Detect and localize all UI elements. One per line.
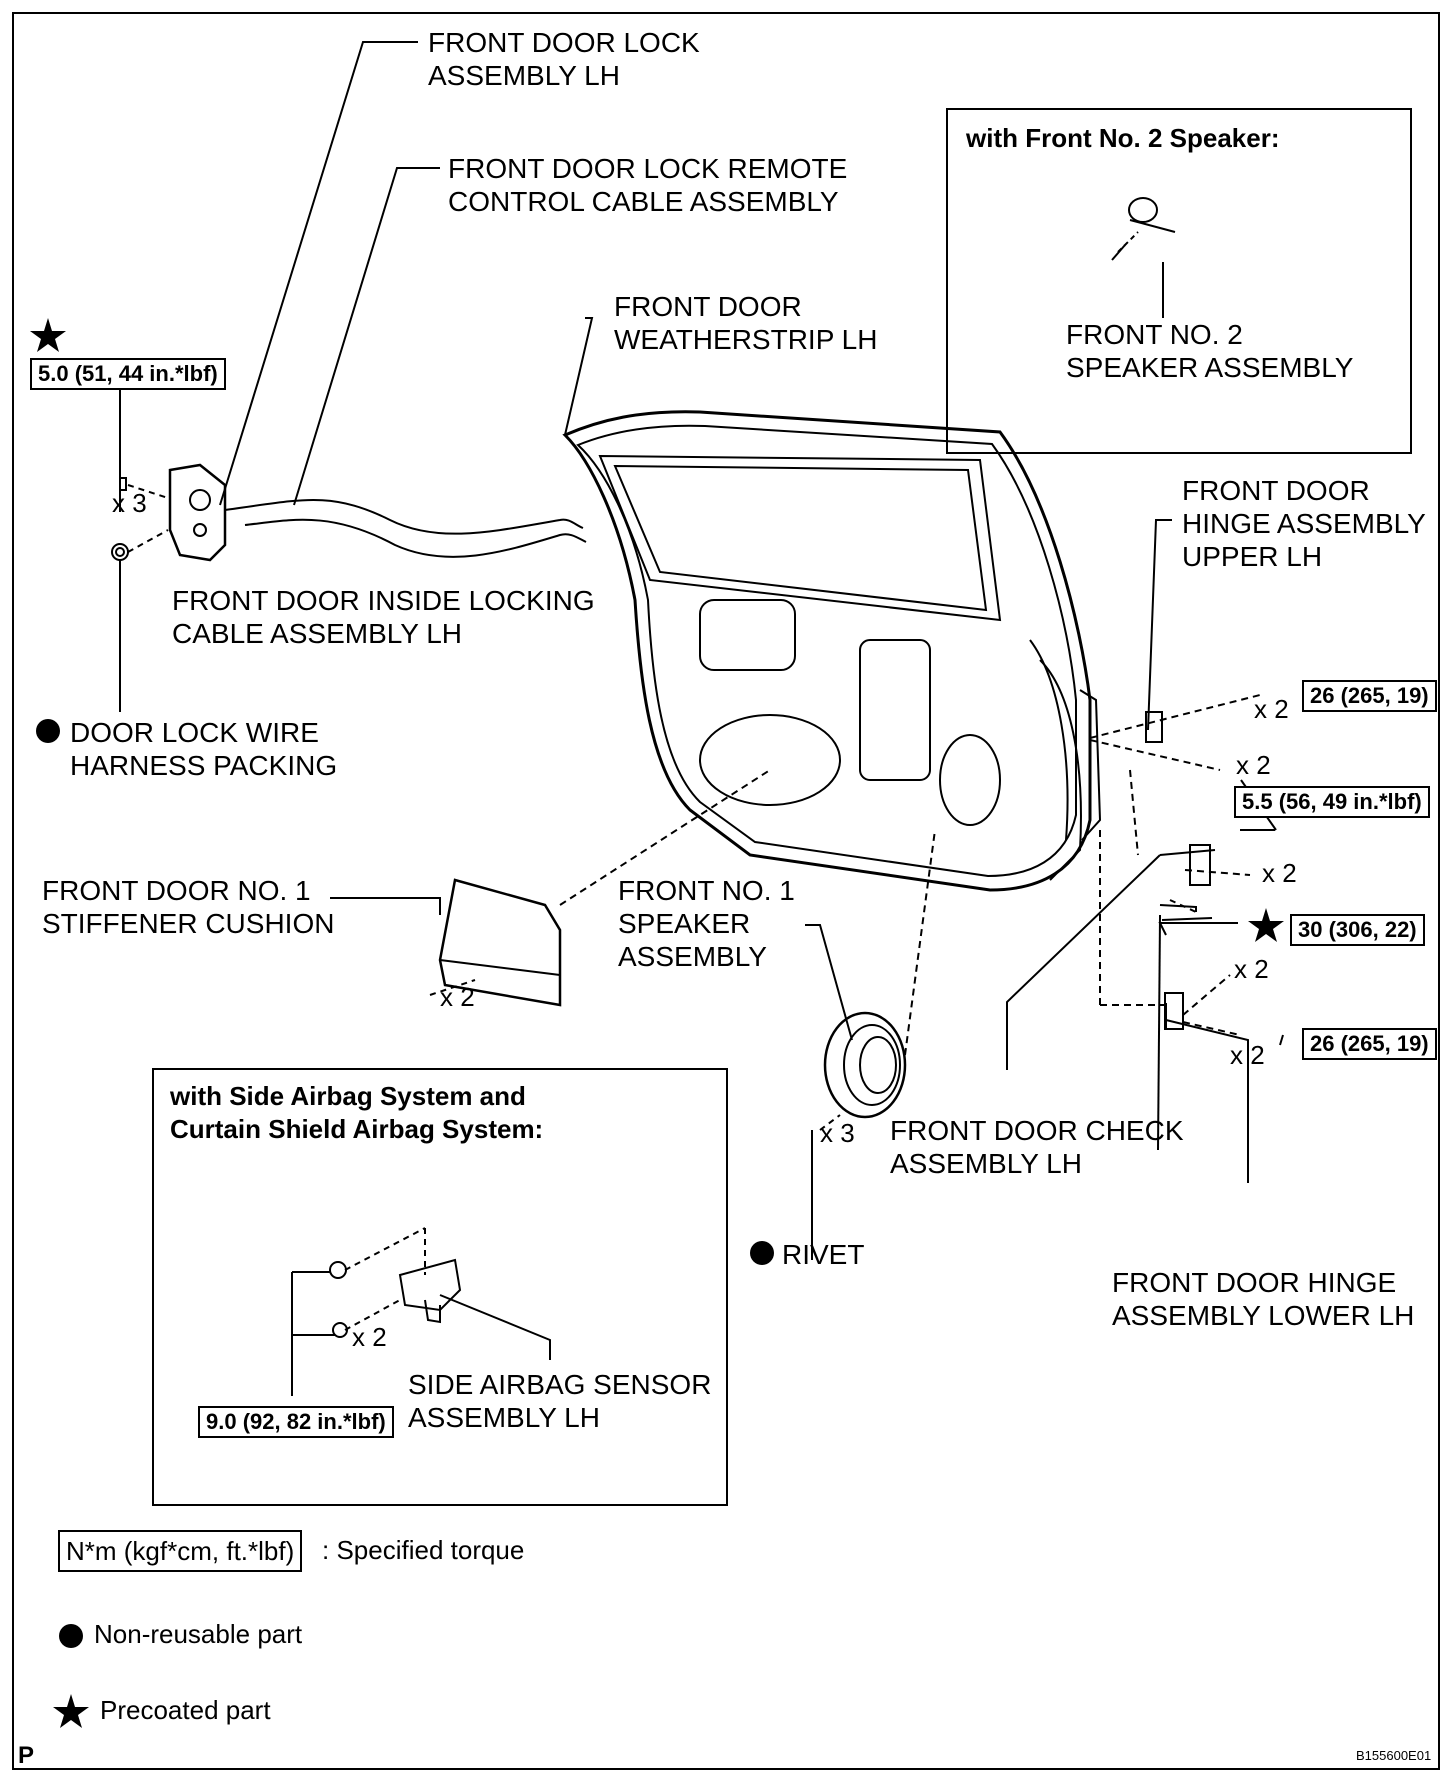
inset-speaker2 bbox=[946, 108, 1412, 454]
figure-code: B155600E01 bbox=[1356, 1748, 1432, 1763]
inset-airbag bbox=[152, 1068, 728, 1506]
inset-speaker2-title: with Front No. 2 Speaker: bbox=[966, 123, 1280, 153]
legend-torque-text: : Specified torque bbox=[322, 1535, 525, 1565]
qty-lock-screws: x 3 bbox=[112, 488, 147, 518]
torque-check: 30 (306, 22) bbox=[1290, 914, 1425, 946]
qty-upper-bolts-2: x 2 bbox=[1236, 750, 1271, 780]
label-weatherstrip: FRONT DOOR WEATHERSTRIP LH bbox=[614, 291, 878, 355]
torque-hinge-mid: 5.5 (56, 49 in.*lbf) bbox=[1234, 786, 1430, 818]
legend-precoated: Precoated part bbox=[100, 1695, 271, 1725]
label-speaker1: FRONT NO. 1 SPEAKER ASSEMBLY bbox=[618, 875, 795, 972]
label-rivet: RIVET bbox=[782, 1239, 865, 1270]
torque-hinge-upper: 26 (265, 19) bbox=[1302, 680, 1437, 712]
label-remote-cable: FRONT DOOR LOCK REMOTE CONTROL CABLE ASS… bbox=[448, 153, 848, 217]
label-hinge-upper: FRONT DOOR HINGE ASSEMBLY UPPER LH bbox=[1182, 475, 1426, 572]
torque-lock: 5.0 (51, 44 in.*lbf) bbox=[30, 358, 226, 390]
inset-airbag-title: with Side Airbag System and Curtain Shie… bbox=[170, 1081, 544, 1144]
label-check-assembly: FRONT DOOR CHECK ASSEMBLY LH bbox=[890, 1115, 1184, 1179]
diagram-frame bbox=[12, 12, 1440, 1770]
corner-letter: P bbox=[18, 1742, 35, 1769]
label-lock-assembly: FRONT DOOR LOCK ASSEMBLY LH bbox=[428, 27, 700, 91]
qty-lower-bolts-2: x 2 bbox=[1230, 1040, 1265, 1070]
label-hinge-lower: FRONT DOOR HINGE ASSEMBLY LOWER LH bbox=[1112, 1267, 1415, 1331]
label-wire-packing: DOOR LOCK WIRE HARNESS PACKING bbox=[70, 717, 338, 781]
label-inside-cable: FRONT DOOR INSIDE LOCKING CABLE ASSEMBLY… bbox=[172, 585, 595, 649]
qty-stiffener-clips: x 2 bbox=[440, 982, 475, 1012]
qty-lower-bolts-1: x 2 bbox=[1234, 954, 1269, 984]
torque-airbag: 9.0 (92, 82 in.*lbf) bbox=[198, 1406, 394, 1438]
qty-upper-bolts: x 2 bbox=[1254, 694, 1289, 724]
label-airbag-sensor: SIDE AIRBAG SENSOR ASSEMBLY LH bbox=[408, 1369, 712, 1433]
torque-hinge-lower: 26 (265, 19) bbox=[1302, 1028, 1437, 1060]
qty-mid-bolts: x 2 bbox=[1262, 858, 1297, 888]
label-stiffener: FRONT DOOR NO. 1 STIFFENER CUSHION bbox=[42, 875, 335, 939]
legend-non-reusable: Non-reusable part bbox=[94, 1619, 303, 1649]
legend-torque-box: N*m (kgf*cm, ft.*lbf) bbox=[58, 1530, 303, 1572]
label-speaker2: FRONT NO. 2 SPEAKER ASSEMBLY bbox=[1066, 319, 1354, 383]
qty-airbag-bolts: x 2 bbox=[352, 1322, 387, 1352]
qty-rivets: x 3 bbox=[820, 1118, 855, 1148]
